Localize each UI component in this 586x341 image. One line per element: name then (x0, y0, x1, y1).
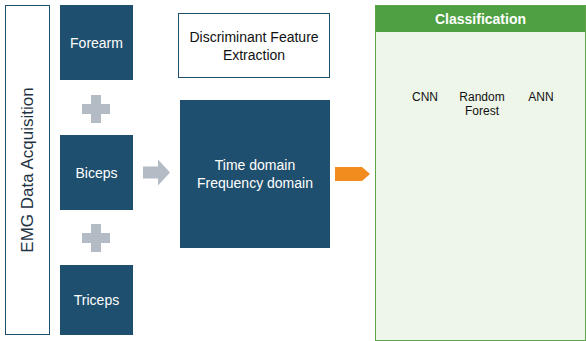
plus-sign (82, 95, 110, 123)
plus-sign (82, 224, 110, 252)
node-label: Discriminant Feature Extraction (183, 28, 325, 64)
node-label: Forearm (70, 34, 123, 52)
node-label: Time domain (215, 156, 295, 174)
classification-panel: Classification (375, 5, 586, 341)
node-label: Triceps (74, 291, 119, 309)
muscle-box: Forearm (60, 5, 133, 80)
node-label: Biceps (75, 164, 117, 182)
method-label: CNN (402, 90, 448, 104)
muscle-box: Triceps (60, 265, 133, 335)
node-label: EMG Data Acquisition (18, 87, 38, 252)
panel-header: Classification (376, 6, 585, 32)
block-arrow (335, 167, 370, 181)
method-label: ANN (518, 90, 564, 104)
muscle-box: Biceps (60, 135, 133, 210)
method-label: Random Forest (452, 90, 512, 118)
node-label: Frequency domain (197, 174, 313, 192)
title-box: Discriminant Feature Extraction (178, 13, 330, 78)
group-box: EMG Data Acquisition (5, 5, 50, 335)
block-arrow (143, 160, 170, 186)
process-box: Time domainFrequency domain (180, 100, 330, 248)
